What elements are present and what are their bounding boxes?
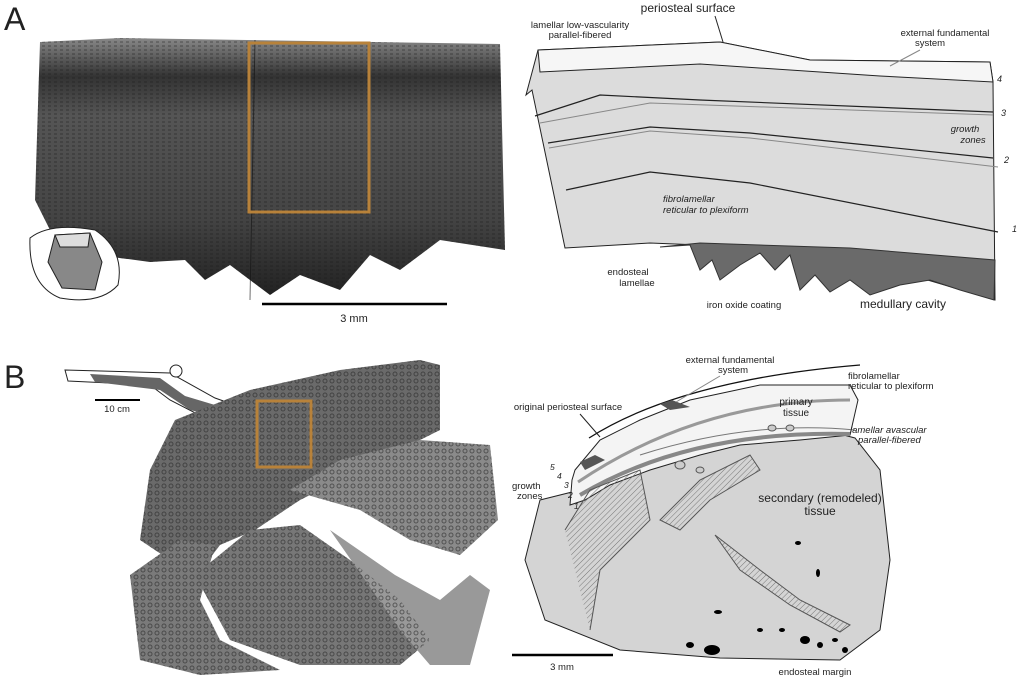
svg-text:1: 1 (1012, 224, 1017, 234)
svg-text:5: 5 (550, 462, 555, 472)
svg-text:10 cm: 10 cm (104, 404, 130, 415)
svg-text:secondary (remodeled): secondary (remodeled) (758, 491, 881, 505)
highlight-box-a (247, 41, 371, 214)
svg-text:endosteal: endosteal (607, 267, 648, 278)
panel-label-b: B (4, 359, 25, 395)
svg-text:tissue: tissue (804, 504, 836, 518)
svg-text:external fundamental: external fundamental (901, 28, 990, 39)
svg-text:2: 2 (1003, 155, 1009, 165)
scale-bar-a: 3 mm (262, 302, 447, 325)
svg-text:endosteal margin: endosteal margin (779, 667, 852, 678)
svg-text:lamellar low-vascularity: lamellar low-vascularity (531, 20, 629, 31)
svg-text:growth: growth (512, 481, 541, 492)
svg-text:parallel-fibered: parallel-fibered (857, 435, 922, 446)
photo-b (130, 360, 498, 675)
svg-text:reticular to plexiform: reticular to plexiform (663, 205, 749, 216)
svg-text:2: 2 (567, 490, 573, 500)
svg-text:fibrolamellar: fibrolamellar (663, 194, 716, 205)
svg-text:4: 4 (557, 471, 562, 481)
svg-text:primary: primary (779, 397, 812, 408)
svg-text:system: system (915, 38, 945, 49)
svg-text:growth: growth (951, 124, 980, 135)
svg-text:external fundamental: external fundamental (686, 355, 775, 366)
panel-label-a: A (4, 1, 26, 37)
label-periosteal-surface: periosteal surface (641, 1, 736, 15)
svg-text:fibrolamellar: fibrolamellar (848, 371, 900, 382)
svg-text:tissue: tissue (783, 408, 810, 419)
svg-text:medullary cavity: medullary cavity (860, 297, 946, 311)
diagram-a (525, 41, 999, 301)
svg-text:lamellar avascular: lamellar avascular (850, 425, 927, 436)
diagram-b (524, 364, 891, 661)
highlight-box-b (255, 399, 313, 469)
svg-text:original periosteal surface: original periosteal surface (514, 402, 622, 413)
svg-text:3 mm: 3 mm (550, 662, 574, 673)
svg-text:zones: zones (959, 135, 986, 146)
scale-bar-b: 3 mm (512, 653, 613, 673)
svg-text:3: 3 (1001, 108, 1006, 118)
photo-a (35, 38, 505, 301)
svg-text:system: system (718, 365, 748, 376)
svg-text:3 mm: 3 mm (340, 313, 368, 325)
svg-text:3: 3 (564, 480, 569, 490)
svg-text:zones: zones (517, 491, 543, 502)
svg-text:4: 4 (997, 74, 1002, 84)
svg-text:reticular to plexiform: reticular to plexiform (848, 381, 934, 392)
svg-text:parallel-fibered: parallel-fibered (549, 30, 612, 41)
svg-text:1: 1 (574, 501, 579, 511)
cross-section-inset-a (29, 226, 120, 301)
svg-text:lamellae: lamellae (619, 278, 654, 289)
svg-text:iron oxide coating: iron oxide coating (707, 300, 781, 311)
